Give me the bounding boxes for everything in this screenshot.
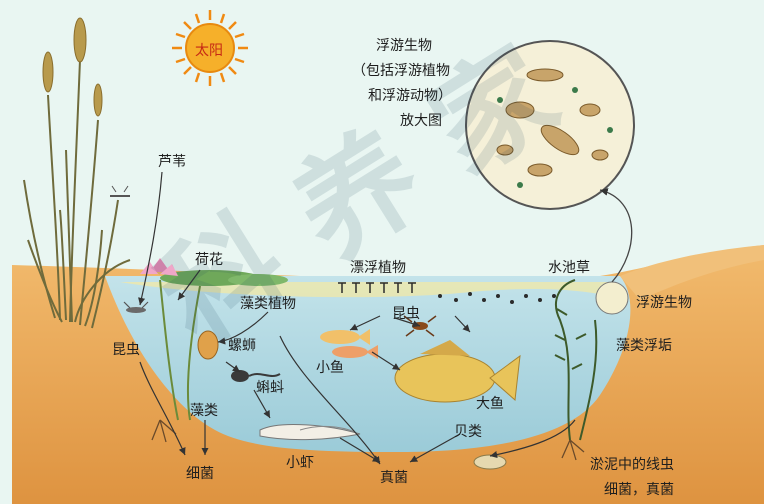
lotus-label: 荷花 [195,252,223,268]
phytoplankton-label: 漂浮植物 [350,260,406,276]
plankton-right-label: 浮游生物 [636,295,692,311]
tadpole-label: 蝌蚪 [256,380,284,396]
water-weed-label: 水池草 [548,260,590,276]
plankton-bubble [596,282,628,314]
algae-label: 藻类 [190,403,218,419]
insect-left-label: 昆虫 [112,342,140,358]
big-fish-label: 大鱼 [476,396,504,412]
algae-scum-label: 藻类浮垢 [616,338,672,354]
magnify-pointer [600,190,632,282]
dragonfly-icon [110,186,130,196]
small-fish-label: 小鱼 [316,360,344,376]
algae-plants-label: 藻类植物 [240,296,296,312]
shellfish-icon [474,455,506,469]
plankton-includes-label: （包括浮游植物 [352,63,450,79]
insect-right-label: 昆虫 [392,306,420,322]
magnified-label: 放大图 [400,113,442,129]
snail-icon [198,331,218,359]
reed-heads [43,18,102,116]
sun-label: 太阳 [195,40,223,60]
bacteria-fungi-label: 细菌，真菌 [604,482,674,498]
snail-label: 螺蛳 [228,338,256,354]
plankton-and-label: 和浮游动物） [368,88,452,104]
nematodes-label: 淤泥中的线虫 [590,457,674,473]
fungi-label: 真菌 [380,470,408,486]
magnified-plankton-view [466,41,634,209]
shellfish-label: 贝类 [454,424,482,440]
shrimp-label: 小虾 [286,455,314,471]
plankton-title-label: 浮游生物 [376,38,432,54]
reed-label: 芦苇 [158,154,186,170]
bacteria-label: 细菌 [186,466,214,482]
